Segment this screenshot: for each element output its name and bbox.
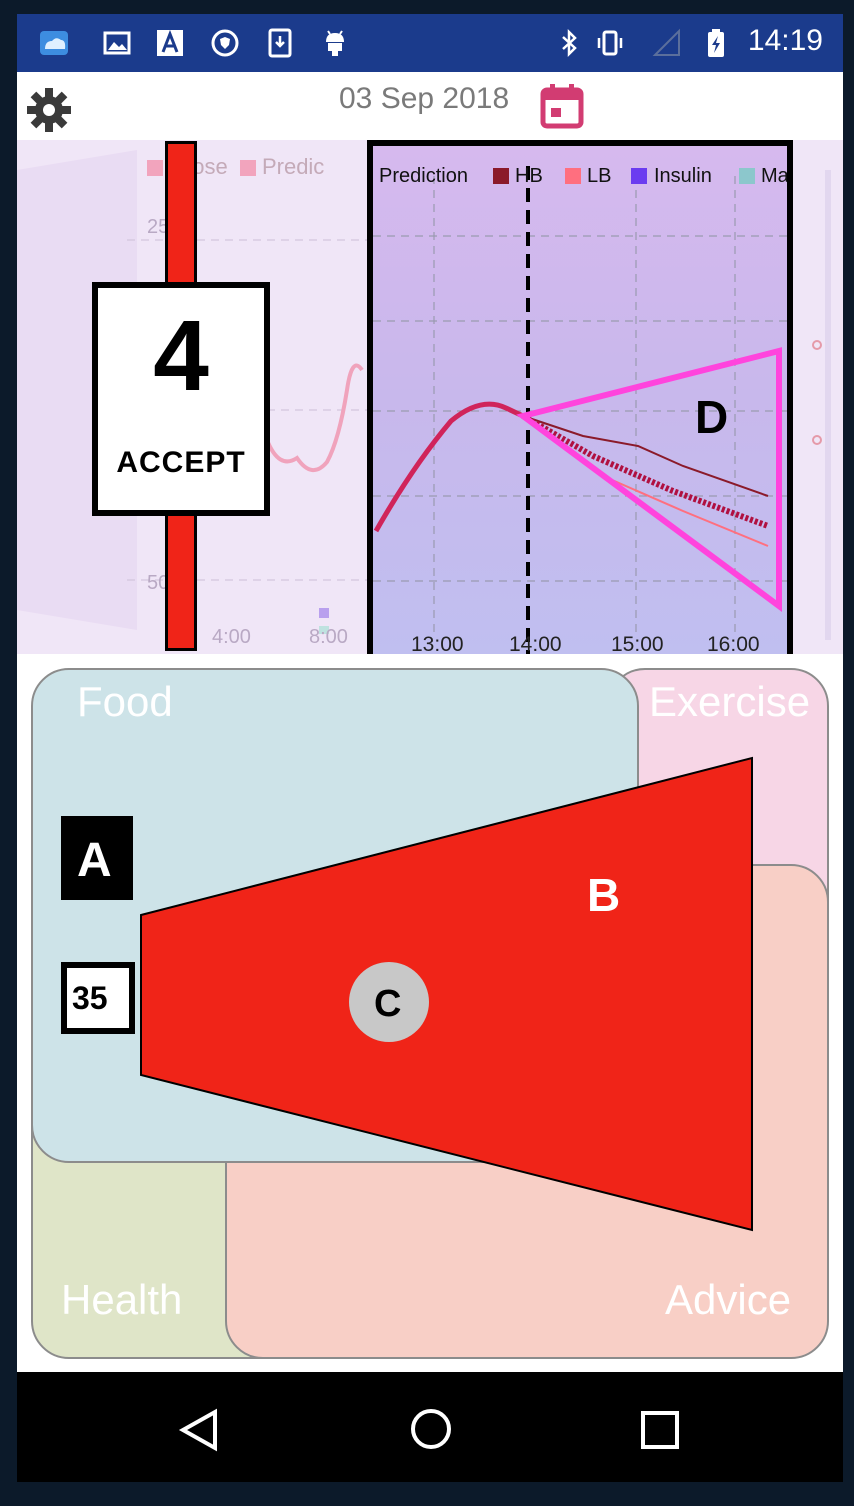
prediction-history-line [373,401,525,533]
navigation-bar [17,1372,843,1482]
x-tick-1500: 15:00 [611,633,664,656]
battery-charging-icon [708,29,724,57]
accept-number: 4 [153,300,209,412]
x-tick-1400: 14:00 [509,633,562,656]
calendar-icon[interactable] [539,82,585,130]
legend-ma-swatch [739,168,755,184]
bg-x-tick: 8:00 [309,626,348,648]
app-bar [17,72,843,146]
background-legend: ucose Predic [147,154,324,180]
legend-insulin: Insulin [654,165,712,187]
food-tile[interactable] [31,668,639,1163]
legend-lb: LB [587,165,611,187]
bg-y-tick: 50 [147,572,170,594]
gear-icon[interactable] [25,86,73,134]
date-label[interactable]: 03 Sep 2018 [339,82,510,115]
food-label: Food [77,678,173,725]
magenta-triangle-d [516,347,782,612]
android-icon [326,30,344,56]
font-a-icon [157,29,183,56]
cloud-app-icon [40,31,68,55]
image-icon [103,31,131,55]
prediction-chart-svg: Prediction HB LB Insulin Ma D [373,165,787,656]
advice-label: Advice [665,1276,792,1323]
home-circle-icon[interactable] [407,1405,455,1453]
prediction-grid [373,176,787,636]
prediction-legend: Prediction HB LB Insulin Ma [379,165,787,187]
back-triangle-icon[interactable] [177,1407,223,1453]
label-d: D [695,391,728,443]
bluetooth-icon [562,28,577,58]
status-bar: 14:19 [17,14,843,72]
vibrate-icon [597,30,623,56]
prediction-line [521,413,770,529]
legend-prediction: Prediction [379,165,468,187]
legend-insulin-swatch [631,168,647,184]
recents-square-icon[interactable] [637,1407,683,1453]
health-label: Health [61,1276,183,1323]
legend-hb: HB [515,165,543,187]
x-tick-1600: 16:00 [707,633,760,656]
phone-screen: 14:19 03 Sep 2018 [17,14,843,1482]
exercise-label: Exercise [649,678,811,725]
download-icon [268,28,292,58]
accept-box[interactable]: 4 ACCEPT [92,282,270,516]
prediction-x-axis: 13:00 14:00 15:00 16:00 [411,633,760,656]
status-time: 14:19 [747,24,823,57]
shield-icon [211,29,239,57]
legend-lb-swatch [565,168,581,184]
legend-ma: Ma [761,165,787,187]
prediction-chart-panel: Prediction HB LB Insulin Ma D [367,140,793,662]
background-glucose-line [265,363,364,472]
x-tick-1300: 13:00 [411,633,464,656]
accept-label: ACCEPT [116,446,246,479]
bg-x-tick: 4:00 [212,626,251,648]
bg-legend-prediction: Predic [261,154,325,179]
bg-y-tick: 25 [147,216,170,238]
hb-line [522,415,769,497]
legend-hb-swatch [493,168,509,184]
signal-icon [652,28,680,56]
